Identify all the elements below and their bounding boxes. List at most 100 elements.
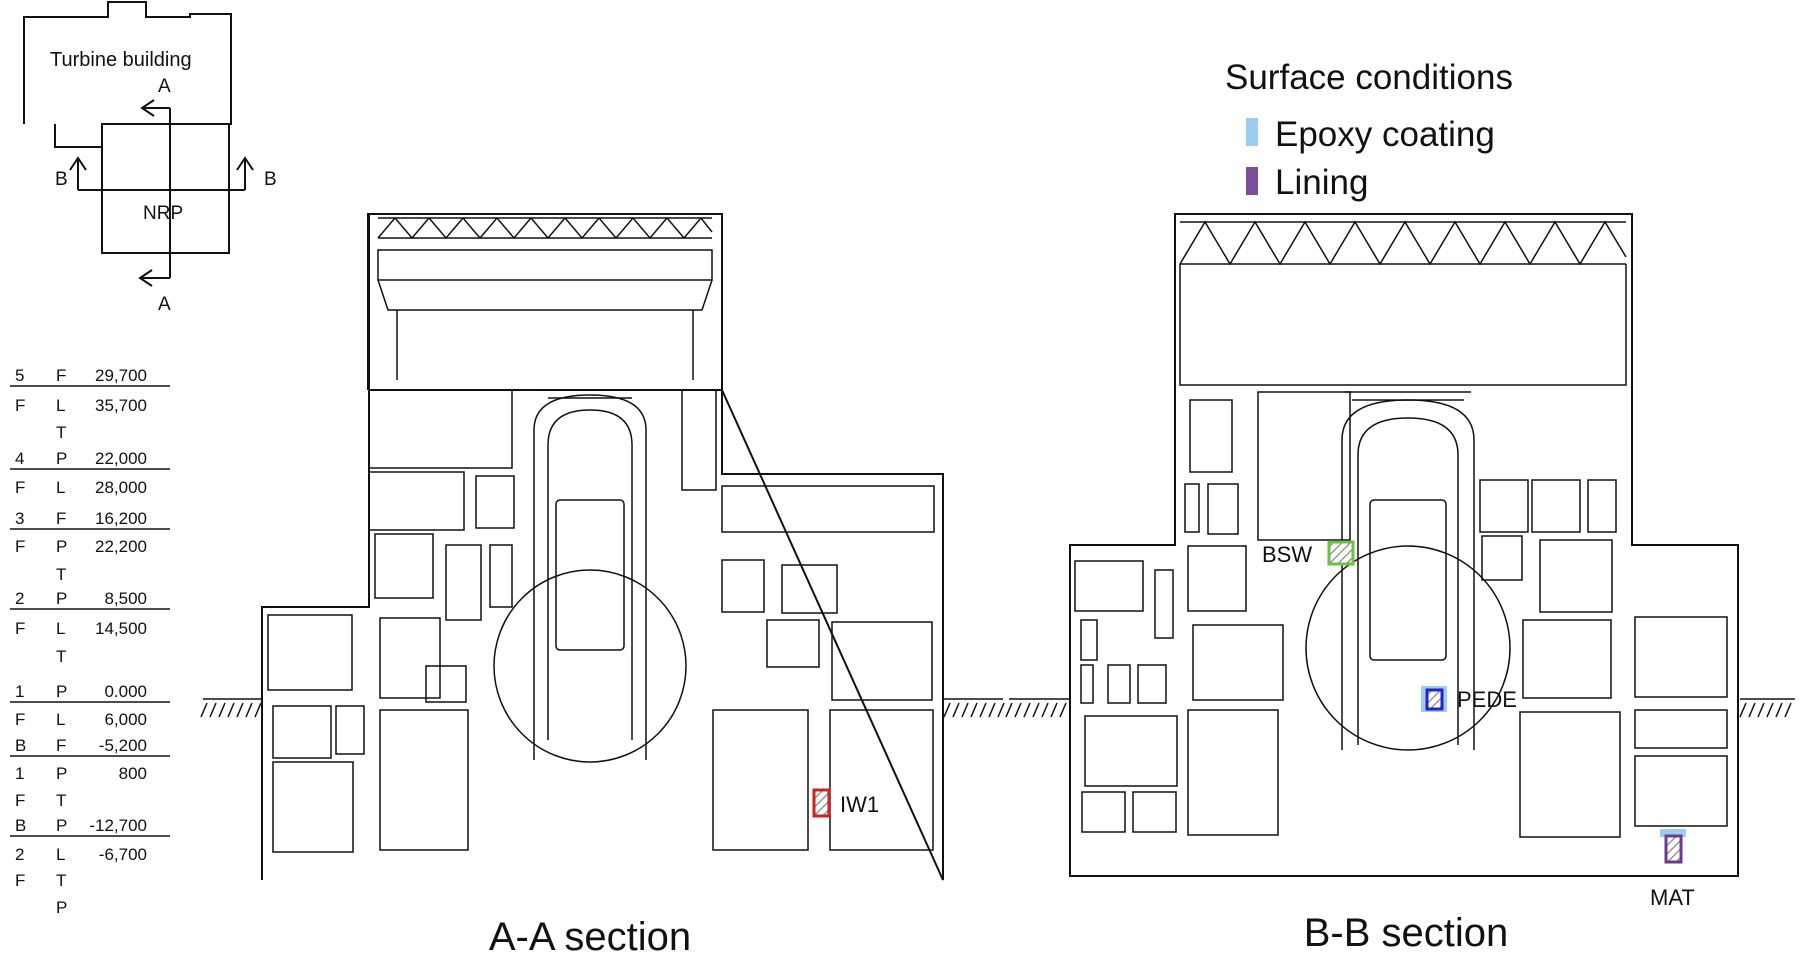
room — [1184, 483, 1200, 533]
room — [1634, 755, 1728, 827]
room — [1634, 709, 1728, 749]
aa-reactor — [493, 389, 687, 763]
floor-sub: F — [15, 710, 25, 729]
floor-sub: 1 — [15, 764, 24, 783]
floor-top-elevation: 22,200 — [95, 537, 147, 556]
floor-sub: P — [56, 898, 67, 917]
marker-mat-coating — [1660, 829, 1686, 837]
room — [374, 533, 434, 599]
section-b-right-arrow — [236, 156, 254, 190]
room — [489, 544, 513, 608]
floor-level: 5 — [15, 366, 24, 385]
floor-top-elevation: 6,000 — [104, 710, 147, 729]
aa-building-outline — [261, 213, 944, 881]
room — [1187, 709, 1279, 836]
room — [1192, 624, 1284, 701]
legend-swatch-epoxy — [1246, 118, 1258, 146]
room — [1479, 479, 1529, 533]
room — [368, 471, 465, 531]
section-a-top-label: A — [158, 76, 171, 97]
floor-level-suffix: P — [56, 816, 67, 835]
legend-title: Surface conditions — [1225, 58, 1513, 97]
marker-bsw — [1327, 540, 1355, 566]
room — [1074, 560, 1144, 612]
marker-iw1-label: IW1 — [840, 792, 879, 817]
room — [267, 614, 353, 691]
floor-elevation: 8,500 — [104, 589, 147, 608]
floor-level: 2 — [15, 589, 24, 608]
floor-sub: F — [15, 537, 25, 556]
floor-sub: L — [56, 478, 65, 497]
ground-line — [1005, 698, 1795, 718]
floor-level: B — [15, 816, 26, 835]
room — [831, 621, 933, 701]
marker-iw1 — [812, 788, 831, 818]
room — [425, 665, 467, 703]
room — [1634, 616, 1728, 698]
section-aa: IW1 — [200, 213, 1005, 881]
room — [445, 544, 482, 621]
room — [1107, 664, 1131, 704]
floor-top-elevation: 14,500 — [95, 619, 147, 638]
floor-level-suffix: F — [56, 736, 66, 755]
marker-pede — [1425, 688, 1444, 711]
floor-level-suffix: F — [56, 509, 66, 528]
floor-sub: L — [56, 710, 65, 729]
floor-sub: F — [15, 871, 25, 890]
bb-roof-truss — [1179, 220, 1627, 386]
bb-building-outline — [1069, 213, 1739, 877]
legend-label-lining: Lining — [1275, 163, 1368, 202]
floor-sub: T — [56, 791, 66, 810]
room — [1080, 664, 1094, 704]
nrp-label: NRP — [143, 203, 183, 224]
room — [1084, 715, 1178, 787]
room — [475, 475, 515, 529]
section-b-left-arrow — [69, 156, 87, 190]
floor-sub: L — [56, 396, 65, 415]
floor-level: B — [15, 736, 26, 755]
room — [1137, 664, 1167, 704]
room — [829, 709, 934, 851]
room — [379, 617, 441, 699]
turbine-building-outline — [23, 1, 232, 254]
floor-sub: F — [15, 619, 25, 638]
marker-mat — [1664, 834, 1683, 864]
floor-elevation-table: 5 F 29,700 F L 35,700 T 4 P 22,000 F L 2… — [10, 366, 170, 917]
section-b-left-label: B — [55, 169, 68, 190]
floor-level-suffix: P — [56, 449, 67, 468]
room — [1531, 479, 1581, 533]
room — [1081, 791, 1126, 833]
room — [1522, 619, 1612, 699]
room — [379, 709, 469, 851]
floor-elevation: -5,200 — [99, 736, 147, 755]
room — [712, 709, 809, 851]
room — [1519, 711, 1621, 838]
floor-top-elevation: 28,000 — [95, 478, 147, 497]
floor-sub: L — [56, 845, 65, 864]
room — [781, 564, 838, 614]
ground-line — [200, 698, 1005, 718]
floor-level-suffix: F — [56, 366, 66, 385]
room — [272, 761, 354, 853]
floor-elevation: 16,200 — [95, 509, 147, 528]
floor-sub: T — [56, 565, 66, 584]
floor-sub: P — [56, 537, 67, 556]
floor-elevation: 0.000 — [104, 682, 147, 701]
section-a-bottom-label: A — [158, 294, 171, 315]
room — [721, 559, 765, 613]
room — [1207, 483, 1239, 535]
key-plan: Turbine building NRP A A B B — [23, 1, 277, 315]
floor-sub: 2 — [15, 845, 24, 864]
room — [721, 485, 935, 533]
room — [766, 619, 820, 668]
floor-top-elevation: 800 — [119, 764, 147, 783]
legend-swatch-lining — [1246, 167, 1258, 195]
marker-mat-label: MAT — [1650, 885, 1695, 910]
floor-elevation: 29,700 — [95, 366, 147, 385]
floor-sub: F — [15, 478, 25, 497]
floor-elevation: -12,700 — [89, 816, 147, 835]
section-b-right-label: B — [264, 169, 277, 190]
room — [1257, 391, 1351, 541]
floor-sub: T — [56, 647, 66, 666]
